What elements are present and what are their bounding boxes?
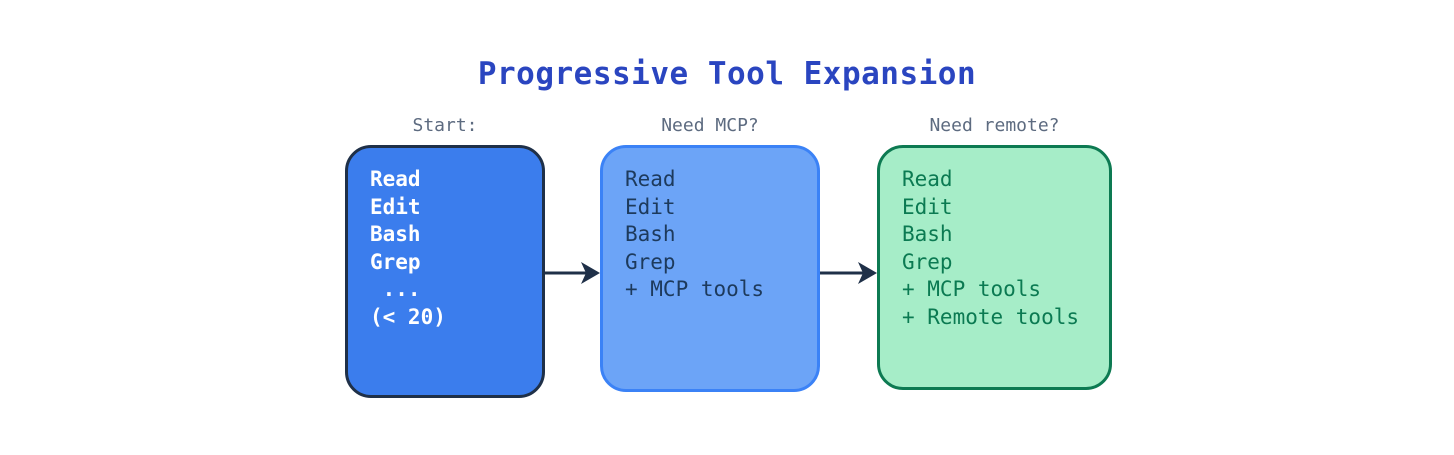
stage-label-start: Start: [412,115,478,136]
stage-label-need-remote: Need remote? [929,115,1060,136]
stage-box-start: Read Edit Bash Grep ... (< 20) [345,145,545,398]
stage-box-start-tools: Read Edit Bash Grep ... (< 20) [370,167,446,329]
arrow-stage1-to-stage2-icon [545,258,602,288]
arrow-stage2-to-stage3-icon [820,258,879,288]
stage-box-need-remote: Read Edit Bash Grep + MCP tools + Remote… [877,145,1112,390]
stage-box-need-mcp: Read Edit Bash Grep + MCP tools [600,145,820,392]
stage-box-need-mcp-tools: Read Edit Bash Grep + MCP tools [625,167,765,301]
stage-label-need-mcp: Need MCP? [661,115,759,136]
page-title: Progressive Tool Expansion [477,56,977,92]
stage-box-need-remote-tools: Read Edit Bash Grep + MCP tools + Remote… [902,167,1080,329]
